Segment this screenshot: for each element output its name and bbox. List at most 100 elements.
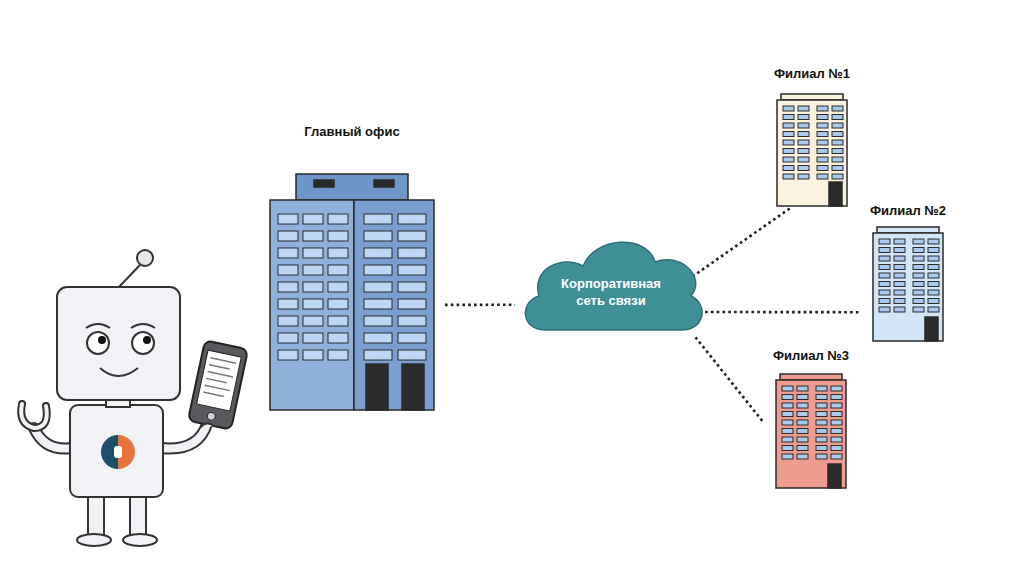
door	[828, 464, 841, 488]
window	[832, 106, 843, 111]
window	[783, 157, 794, 162]
window	[816, 412, 827, 417]
building-face	[777, 100, 847, 206]
building-roof	[781, 94, 843, 100]
window	[364, 265, 392, 275]
robot-finger	[200, 423, 214, 428]
window	[328, 248, 348, 258]
window	[798, 149, 809, 154]
window	[328, 214, 348, 224]
window	[364, 316, 392, 326]
window	[913, 256, 924, 261]
building-figure	[270, 174, 434, 410]
window	[782, 403, 793, 408]
window	[798, 174, 809, 179]
door	[829, 182, 842, 206]
window	[364, 282, 392, 292]
window	[783, 123, 794, 128]
window	[364, 299, 392, 309]
window	[398, 265, 426, 275]
window	[928, 265, 939, 270]
window	[831, 446, 842, 451]
building-node: Филиал №2	[859, 203, 957, 343]
window	[913, 248, 924, 253]
robot-eyebrow	[86, 324, 110, 328]
window	[894, 307, 905, 312]
building-label: Филиал №1	[765, 66, 859, 81]
door	[925, 317, 938, 341]
robot-eye	[132, 332, 154, 354]
window	[879, 273, 890, 278]
window	[831, 386, 842, 391]
building-shape	[768, 92, 856, 208]
window	[364, 231, 392, 241]
window	[913, 273, 924, 278]
window	[879, 290, 890, 295]
window	[303, 231, 323, 241]
building-roof	[780, 374, 842, 380]
window	[783, 166, 794, 171]
screen-line	[203, 392, 224, 396]
window	[879, 248, 890, 253]
window	[928, 248, 939, 253]
robot-head	[57, 287, 180, 400]
building-node: Филиал №1	[765, 66, 859, 208]
robot-smile	[100, 368, 138, 376]
window	[879, 265, 890, 270]
window	[278, 231, 298, 241]
building-figure	[873, 227, 943, 341]
window	[398, 350, 426, 360]
window	[894, 282, 905, 287]
window	[797, 386, 808, 391]
window	[328, 265, 348, 275]
window	[879, 307, 890, 312]
phone-case	[188, 340, 248, 429]
window	[928, 299, 939, 304]
window	[278, 282, 298, 292]
window	[278, 214, 298, 224]
window	[783, 106, 794, 111]
window	[798, 115, 809, 120]
window	[798, 132, 809, 137]
building-shape	[766, 372, 856, 490]
window	[328, 282, 348, 292]
window	[817, 166, 828, 171]
window	[398, 333, 426, 343]
door	[366, 364, 388, 410]
phone	[188, 340, 248, 429]
window	[831, 412, 842, 417]
robot	[21, 250, 248, 546]
robot-eyebrow	[131, 324, 155, 328]
window	[782, 437, 793, 442]
window	[798, 106, 809, 111]
window	[816, 420, 827, 425]
window	[398, 299, 426, 309]
robot-foot	[123, 534, 157, 546]
robot-leg	[130, 494, 146, 536]
screen-line	[208, 372, 233, 377]
window	[398, 248, 426, 258]
window	[817, 140, 828, 145]
window	[817, 174, 828, 179]
window	[303, 350, 323, 360]
window	[879, 239, 890, 244]
screen-line	[210, 358, 235, 363]
window	[832, 157, 843, 162]
robot-eye	[87, 332, 109, 354]
robot-hand	[21, 404, 47, 428]
window	[913, 307, 924, 312]
window	[797, 412, 808, 417]
building-face	[776, 380, 846, 488]
robot-antenna	[137, 250, 153, 266]
window	[783, 115, 794, 120]
building-shape	[862, 225, 954, 343]
network-cloud: Корпоративная сеть связи	[515, 228, 707, 348]
window	[364, 248, 392, 258]
building-figure	[777, 94, 847, 206]
roof-vent	[374, 180, 394, 187]
window	[879, 282, 890, 287]
window	[303, 214, 323, 224]
dotted-link	[705, 311, 859, 314]
window	[782, 454, 793, 459]
